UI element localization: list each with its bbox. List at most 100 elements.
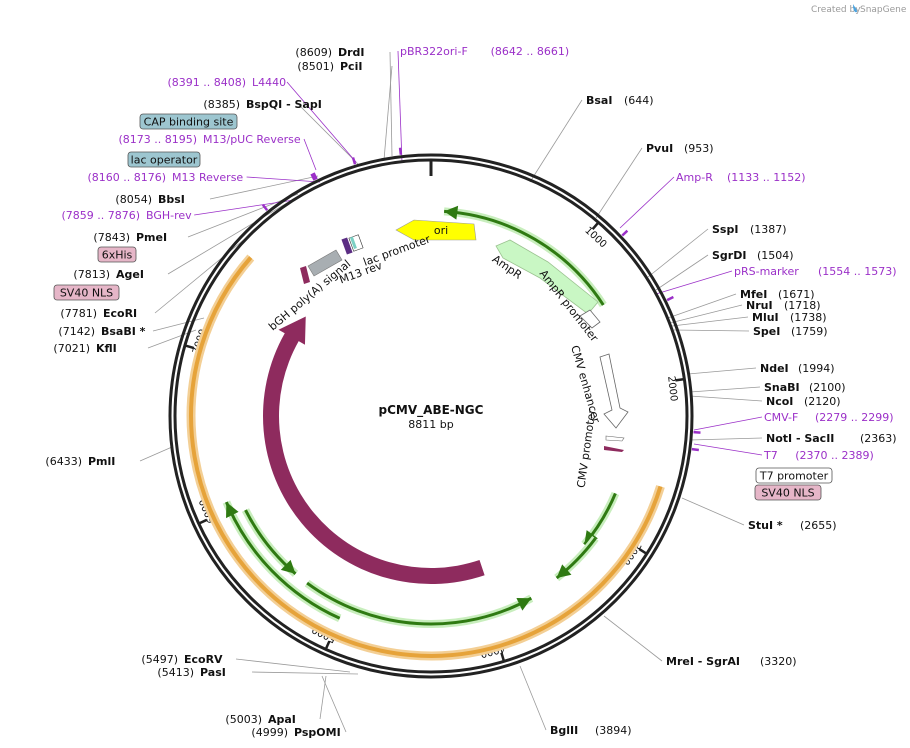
enzyme-site[interactable]: PvuI(953): [646, 142, 714, 155]
sv40-nls-right-tag[interactable]: [754, 484, 822, 501]
cap-binding-site-tag[interactable]: [139, 113, 238, 130]
cas9-feature[interactable]: [262, 316, 485, 585]
enzyme-position: (7142): [58, 325, 95, 338]
enzyme-site[interactable]: BglII(3894): [550, 724, 632, 737]
enzyme-leader: [669, 304, 743, 324]
enzyme-position: (8385): [203, 98, 240, 111]
enzyme-site[interactable]: MfeI(1671): [740, 288, 815, 301]
primer-site[interactable]: pRS-marker(1554 .. 1573): [734, 265, 897, 278]
site-labels: (8609)DrdI(8501)PciI(8385)BspQI - SapI(8…: [45, 45, 896, 739]
enzyme-position: (5413): [157, 666, 194, 679]
enzyme-position: (7021): [53, 342, 90, 355]
enzyme-position: (2120): [804, 395, 841, 408]
primer-site[interactable]: pBR322ori-F(8642 .. 8661): [400, 45, 569, 58]
enzyme-site[interactable]: SspI(1387): [712, 223, 787, 236]
enzyme-site[interactable]: (5497)EcoRV: [141, 653, 223, 666]
enzyme-name: PspOMI: [294, 726, 341, 739]
primer-site[interactable]: T7(2370 .. 2389): [763, 449, 874, 462]
enzyme-site[interactable]: NruI (1718): [746, 299, 821, 312]
enzyme-site[interactable]: MluI(1738): [752, 311, 827, 324]
enzyme-position: (1994): [798, 362, 835, 375]
cmv-enhancer-feature[interactable]: [599, 353, 629, 429]
primer-site[interactable]: Amp-R(1133 .. 1152): [676, 171, 806, 184]
outer-orange-arc[interactable]: [189, 256, 663, 658]
enzyme-position: (1718): [784, 299, 821, 312]
cmv-promoter-label: CMV promoter: [575, 408, 599, 489]
enzyme-name: NruI: [746, 299, 773, 312]
primer-leader: [303, 138, 317, 171]
enzyme-name: DrdI: [338, 46, 365, 59]
primer-site-mark: [666, 295, 674, 302]
enzyme-name: SgrDI: [712, 249, 746, 262]
enzyme-site[interactable]: (8501)PciI: [297, 60, 362, 73]
scale-tick-label: 2000: [665, 376, 679, 403]
sv40-nls-left-tag[interactable]: [53, 284, 120, 301]
green-arrow-top[interactable]: [444, 209, 605, 306]
enzyme-leader: [603, 615, 663, 662]
enzyme-site[interactable]: (8054)BbsI: [115, 193, 184, 206]
cmv-promoter-feature[interactable]: [605, 435, 625, 442]
enzyme-position: (1738): [790, 311, 827, 324]
enzyme-name: BspQI - SapI: [246, 98, 322, 111]
primer-site[interactable]: (8391 .. 8408) L4440: [167, 76, 286, 89]
credit-text: Created by: [811, 5, 861, 15]
ampr-promoter-feature[interactable]: [579, 309, 601, 329]
enzyme-site[interactable]: SnaBI(2100): [764, 381, 846, 394]
primer-range: (8391 .. 8408): [167, 76, 246, 89]
enzyme-name: AgeI: [116, 268, 144, 281]
enzyme-position: (3320): [760, 655, 797, 668]
bgh-polya-feature[interactable]: [307, 249, 343, 277]
enzyme-site[interactable]: (8609)DrdI: [295, 46, 364, 59]
ori-feature[interactable]: [395, 219, 477, 241]
his6-tag[interactable]: [97, 246, 137, 263]
green-arrow-bottom-a-head: [516, 597, 532, 611]
enzyme-site[interactable]: MreI - SgrAI(3320): [666, 655, 797, 668]
enzyme-position: (7813): [73, 268, 110, 281]
primer-site-mark: [398, 147, 403, 155]
lac-operator-tag[interactable]: [127, 151, 201, 168]
primer-site[interactable]: (8160 .. 8176)M13 Reverse: [87, 171, 243, 184]
enzyme-site[interactable]: (6433)PmlI: [45, 455, 115, 468]
enzyme-name: BsaBI *: [101, 325, 146, 338]
primer-site-mark: [691, 447, 700, 452]
enzyme-site[interactable]: (7781)EcoRI: [60, 307, 137, 320]
primer-site[interactable]: (7859 .. 7876)BGH-rev: [61, 209, 192, 222]
primer-leader: [246, 176, 321, 183]
enzyme-site[interactable]: (7813) AgeI: [73, 268, 144, 281]
primer-leader: [397, 50, 403, 164]
enzyme-position: (2100): [809, 381, 846, 394]
enzyme-site[interactable]: StuI *(2655): [748, 519, 837, 532]
enzyme-site[interactable]: SgrDI(1504): [712, 249, 794, 262]
primer-site[interactable]: CMV-F (2279 .. 2299): [764, 411, 894, 424]
t7-promoter-tag[interactable]: [755, 467, 833, 484]
enzyme-site[interactable]: (7021)KflI: [53, 342, 116, 355]
enzyme-site[interactable]: (4999)PspOMI: [251, 726, 340, 739]
enzyme-site[interactable]: (7142) BsaBI *: [58, 325, 145, 338]
enzyme-site[interactable]: (5413)PasI: [157, 666, 225, 679]
enzyme-site[interactable]: NotI - SacII(2363): [766, 432, 897, 445]
enzyme-site[interactable]: BsaI(644): [586, 94, 654, 107]
enzyme-position: (644): [624, 94, 654, 107]
enzyme-site[interactable]: (8385) BspQI - SapI: [203, 98, 321, 111]
enzyme-leader: [689, 437, 763, 441]
green-arrow-bottom-a[interactable]: [306, 581, 533, 626]
ampr-feature[interactable]: [495, 239, 599, 315]
enzyme-name: SpeI: [753, 325, 780, 338]
enzyme-leader: [687, 367, 757, 375]
primer-range: (2279 .. 2299): [815, 411, 894, 424]
primer-name: L4440: [252, 76, 286, 89]
enzyme-site[interactable]: (7843)PmeI: [93, 231, 167, 244]
green-arrow-bottom-c[interactable]: [225, 501, 341, 620]
enzyme-site[interactable]: NdeI(1994): [760, 362, 835, 375]
primer-site[interactable]: (8173 .. 8195)M13/pUC Reverse: [118, 133, 300, 146]
enzyme-site[interactable]: (5003)ApaI: [225, 713, 295, 726]
enzyme-leader: [689, 395, 763, 402]
primer-name: CMV-F: [764, 411, 798, 424]
enzyme-site[interactable]: NcoI(2120): [766, 395, 841, 408]
enzyme-site[interactable]: SpeI(1759): [753, 325, 828, 338]
enzyme-position: (1671): [778, 288, 815, 301]
enzyme-leader: [383, 65, 393, 161]
enzyme-leader: [139, 446, 173, 462]
enzyme-leader: [667, 293, 737, 319]
lac-promoter-feature[interactable]: [341, 237, 353, 255]
